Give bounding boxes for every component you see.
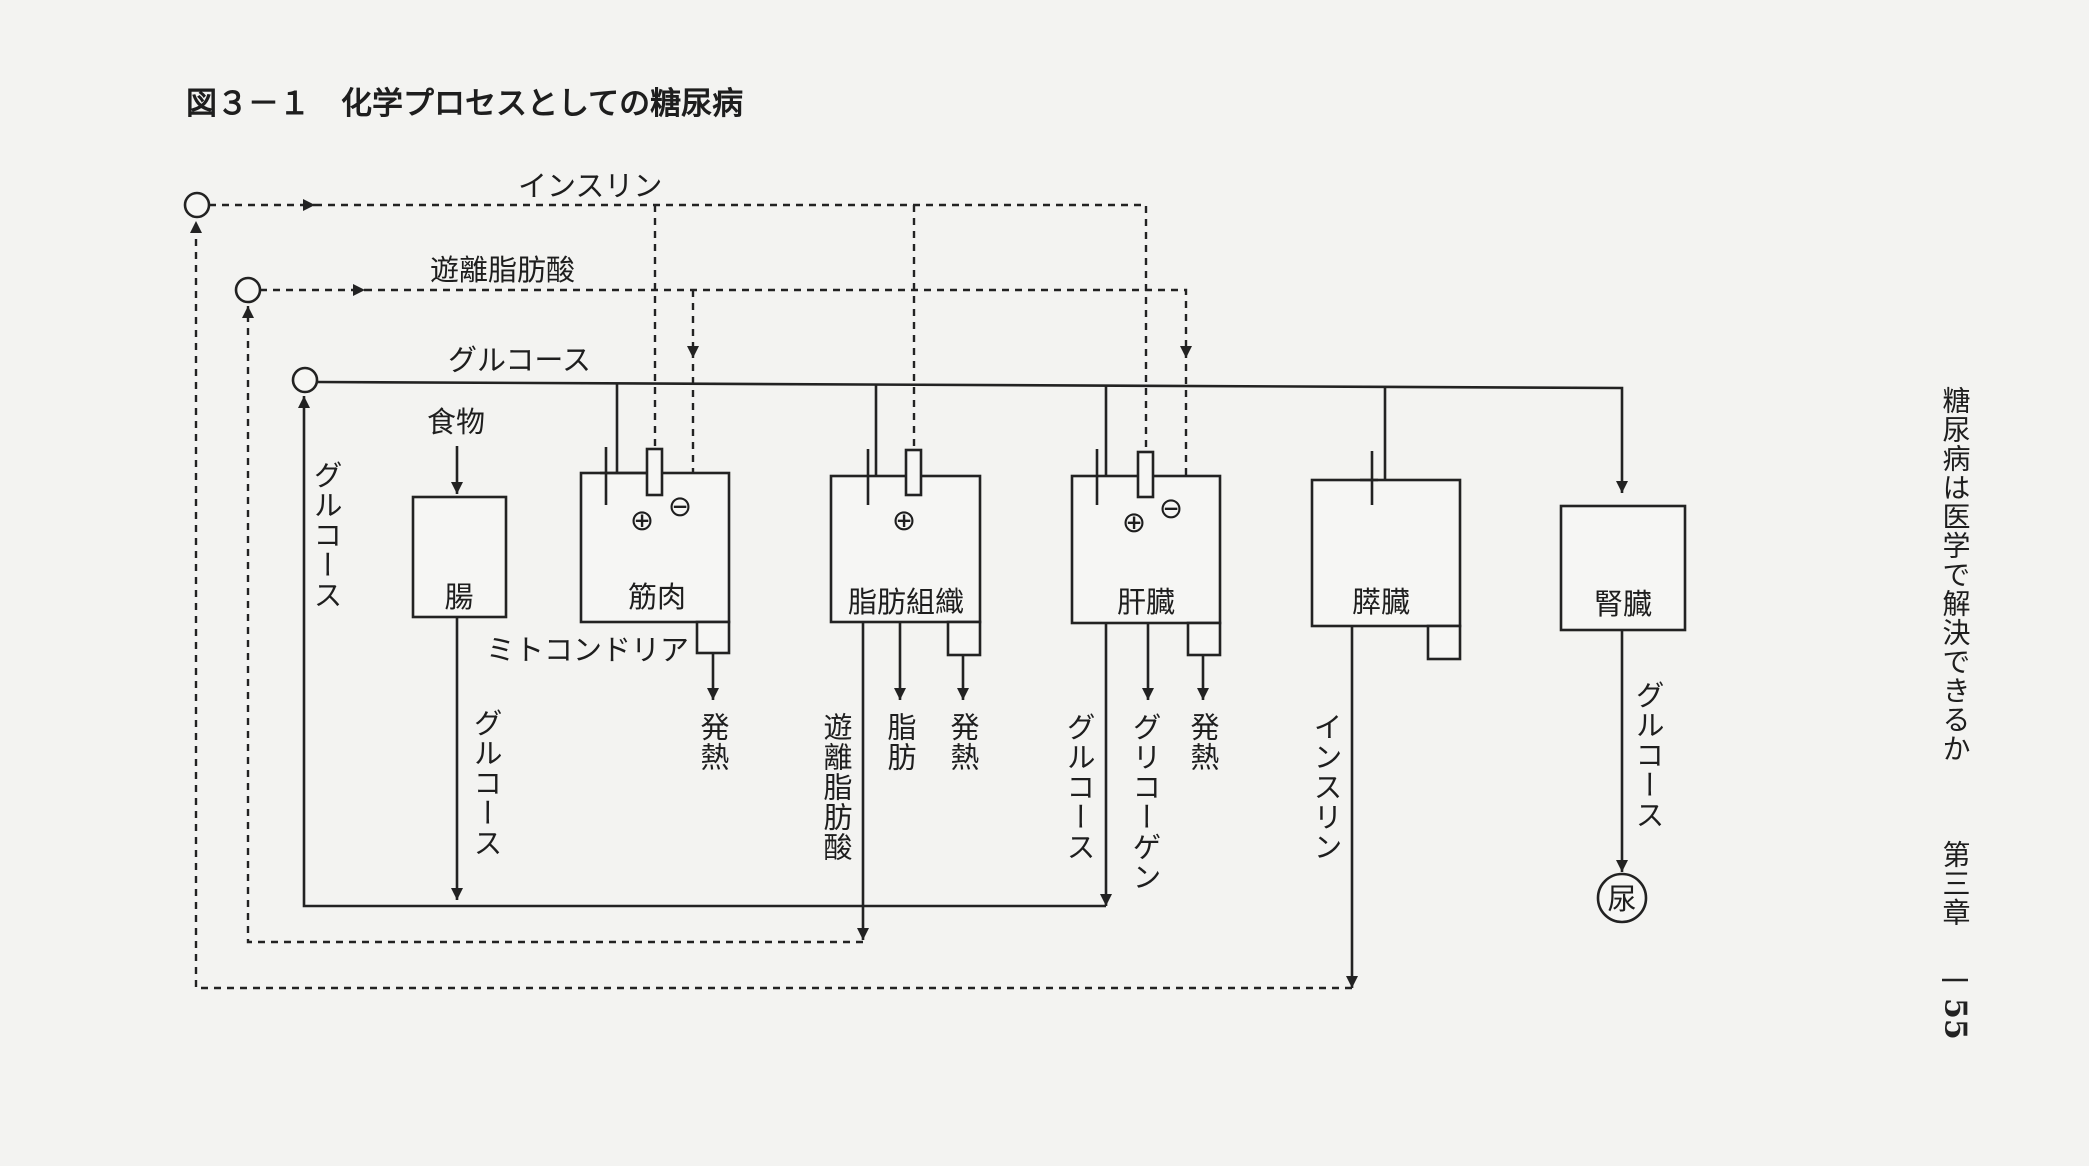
liver-glycogen-label: グリコーゲン bbox=[1128, 712, 1162, 892]
glucose-label: グルコース bbox=[448, 343, 591, 377]
svg-text:⊖: ⊖ bbox=[668, 489, 692, 523]
pancreas-label: 膵臓 bbox=[1352, 585, 1410, 619]
pancreas-mitochondria bbox=[1426, 624, 1462, 661]
glucose-node bbox=[291, 366, 319, 394]
muscle-mitochondria bbox=[695, 620, 731, 655]
running-head: 糖尿病は医学で解決できるか bbox=[1939, 386, 1972, 763]
kidney-glucose-label: グルコース bbox=[1631, 680, 1665, 830]
svg-text:⊕: ⊕ bbox=[892, 503, 916, 537]
insulin-line bbox=[209, 199, 1148, 450]
liver-glucose-label: グルコース bbox=[1062, 712, 1096, 862]
insulin-label: インスリン bbox=[518, 169, 662, 203]
chapter-label: 第三章 bbox=[1939, 840, 1972, 927]
plus-minus-icons: ⊕ ⊖ ⊕ ⊕ ⊖ bbox=[630, 489, 1183, 539]
liver-heat-label: 発熱 bbox=[1186, 712, 1220, 772]
kidney-label: 腎臓 bbox=[1594, 587, 1652, 621]
figure-title: 図３－１ 化学プロセスとしての糖尿病 bbox=[186, 86, 743, 122]
adipose-label: 脂肪組織 bbox=[848, 585, 964, 619]
gut-box bbox=[411, 495, 508, 619]
ffa-label: 遊離脂肪酸 bbox=[430, 253, 575, 287]
svg-text:⊕: ⊕ bbox=[1122, 505, 1146, 539]
insulin-node bbox=[183, 191, 211, 219]
adipose-box bbox=[829, 474, 982, 624]
page-number: 55 bbox=[1938, 998, 1973, 1040]
liver-label: 肝臓 bbox=[1117, 585, 1175, 619]
gut-label: 腸 bbox=[444, 580, 473, 614]
svg-text:⊖: ⊖ bbox=[1159, 491, 1183, 525]
urine-node bbox=[1596, 872, 1648, 924]
adipose-heat-label: 発熱 bbox=[946, 712, 980, 772]
gut-glucose-label: グルコース bbox=[469, 708, 503, 858]
kidney-box bbox=[1559, 504, 1687, 632]
output-arrows bbox=[190, 221, 1628, 990]
food-label: 食物 bbox=[427, 405, 485, 439]
mitochondria-label: ミトコンドリア bbox=[486, 633, 689, 667]
liver-mitochondria bbox=[1186, 621, 1222, 657]
adipose-mitochondria bbox=[946, 620, 982, 657]
svg-text:⊕: ⊕ bbox=[630, 503, 654, 537]
left-glucose-label: グルコース bbox=[309, 460, 343, 610]
adipose-ffa-label: 遊離脂肪酸 bbox=[819, 712, 853, 862]
pancreas-insulin-label: インスリン bbox=[1309, 712, 1343, 862]
pancreas-box bbox=[1310, 478, 1462, 628]
receptors bbox=[600, 447, 1378, 505]
urine-label: 尿 bbox=[1607, 882, 1636, 916]
adipose-fat-label: 脂肪 bbox=[883, 712, 917, 772]
ffa-node bbox=[234, 276, 262, 304]
muscle-label: 筋肉 bbox=[628, 580, 686, 614]
muscle-heat-label: 発熱 bbox=[696, 712, 730, 772]
